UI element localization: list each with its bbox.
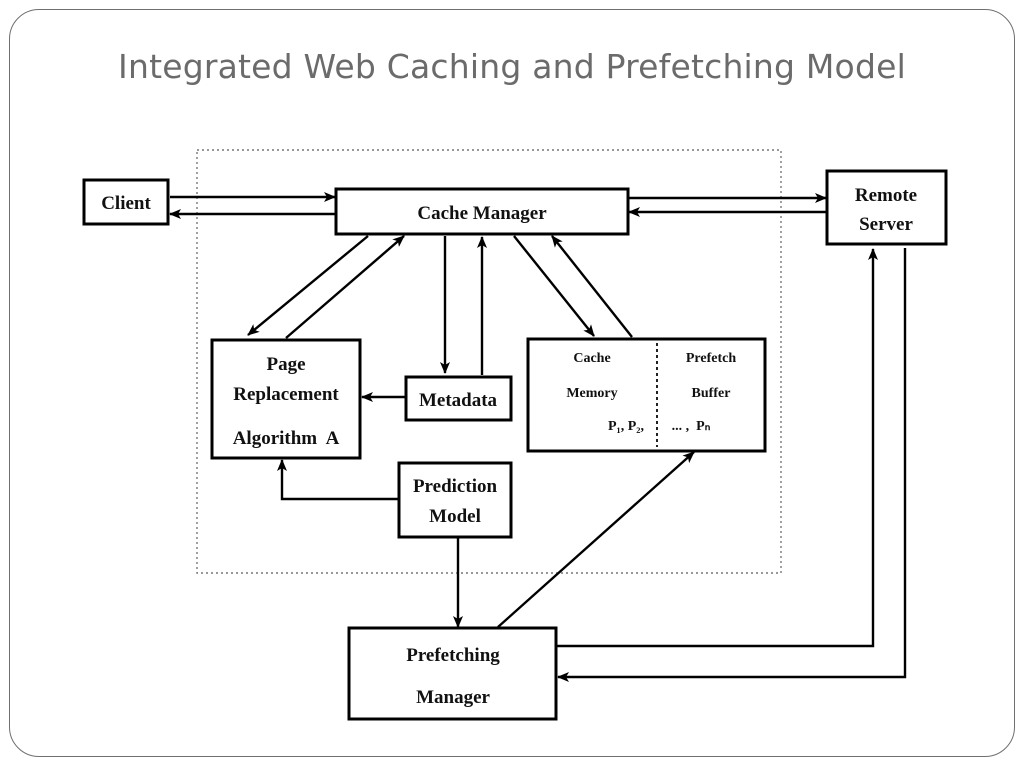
cache-to-replacement-arrow (247, 235, 369, 336)
cache-to-memory-arrow (513, 235, 595, 337)
prefetching-to-server-arrow (557, 248, 878, 648)
replacement-to-cache-arrow (285, 235, 405, 339)
page-replacement-node: Page Replacement Algorithm A (210, 338, 362, 460)
prediction-model-node: Prediction Model (397, 461, 513, 539)
client-label: Client (101, 193, 151, 214)
metadata-label: Metadata (419, 390, 498, 411)
remote-server-node: Remote Server (825, 169, 948, 246)
server-to-prefetching-arrow (557, 248, 907, 682)
cache-memory-node: Cache Memory Prefetch Buffer P₁, P₂, ...… (526, 337, 767, 453)
page-replacement-label-2: Replacement (233, 384, 339, 405)
prediction-to-replacement-arrow (277, 459, 398, 501)
client-node: Client (82, 178, 170, 226)
pages-right-label: ... , Pₙ (672, 419, 711, 434)
cache-manager-node: Cache Manager (334, 187, 630, 236)
prediction-model-label-2: Model (429, 506, 481, 527)
metadata-node: Metadata (404, 375, 513, 422)
cache-manager-label: Cache Manager (417, 203, 547, 224)
system-boundary (196, 149, 782, 574)
remote-server-label-2: Server (859, 214, 913, 235)
slide-title: Integrated Web Caching and Prefetching M… (118, 47, 906, 86)
prefetching-manager-label-1: Prefetching (406, 645, 500, 666)
connectors (169, 192, 907, 682)
remote-server-label-1: Remote (855, 185, 917, 206)
prefetch-label: Prefetch (686, 351, 736, 366)
prediction-model-label-1: Prediction (413, 476, 498, 497)
memory-to-cache-arrow (551, 235, 633, 338)
prefetching-to-buffer-arrow (497, 451, 695, 628)
page-replacement-label-1: Page (266, 354, 305, 375)
prefetching-manager-node: Prefetching Manager (347, 626, 558, 721)
prefetching-manager-label-2: Manager (416, 687, 490, 708)
cache-label: Cache (573, 351, 610, 366)
pages-left-label: P₁, P₂, (608, 419, 644, 434)
memory-label: Memory (566, 386, 617, 401)
buffer-label: Buffer (692, 386, 731, 401)
page-replacement-label-3: Algorithm A (233, 428, 340, 449)
